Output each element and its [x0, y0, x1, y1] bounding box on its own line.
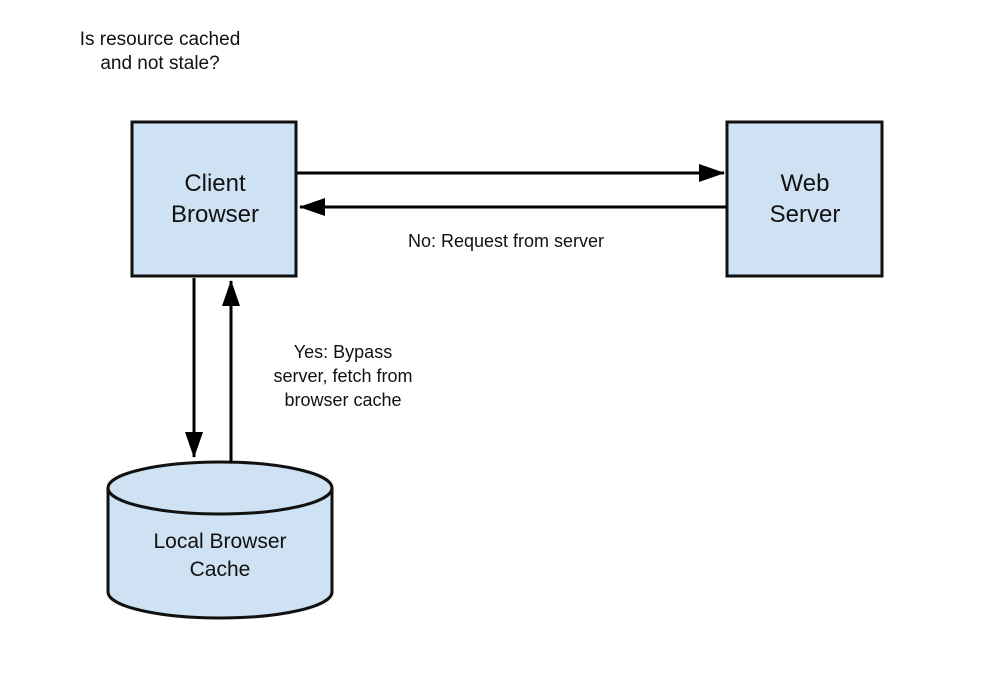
yes-edge-line-3: browser cache [284, 390, 402, 410]
web-server-line-1: Web [780, 170, 830, 197]
cache-question-label: Is resource cached and not stale? [60, 28, 260, 76]
no-edge-label: No: Request from server [407, 231, 605, 251]
local-cache-line-1: Local Browser [153, 530, 287, 553]
local-cache-node [106, 460, 334, 620]
cache-question-line-1: Is resource cached [79, 29, 241, 50]
client-browser-line-1: Client [184, 170, 246, 197]
cache-question-line-2: and not stale? [100, 53, 220, 74]
client-browser-node [130, 120, 298, 278]
yes-edge-line-1: Yes: Bypass [293, 342, 393, 362]
web-server-label: Web Server [728, 168, 882, 230]
client-browser-label: Client Browser [134, 168, 296, 230]
yes-edge-line-2: server, fetch from [273, 366, 413, 386]
cache-cylinder-body [106, 488, 334, 620]
cache-cylinder-top [106, 460, 334, 516]
web-server-line-2: Server [769, 201, 841, 228]
local-cache-label: Local Browser Cache [108, 528, 332, 584]
yes-edge-label: Yes: Bypass server, fetch from browser c… [248, 340, 438, 412]
local-cache-line-2: Cache [189, 558, 251, 581]
web-server-node [725, 120, 884, 278]
client-browser-line-2: Browser [170, 201, 260, 228]
